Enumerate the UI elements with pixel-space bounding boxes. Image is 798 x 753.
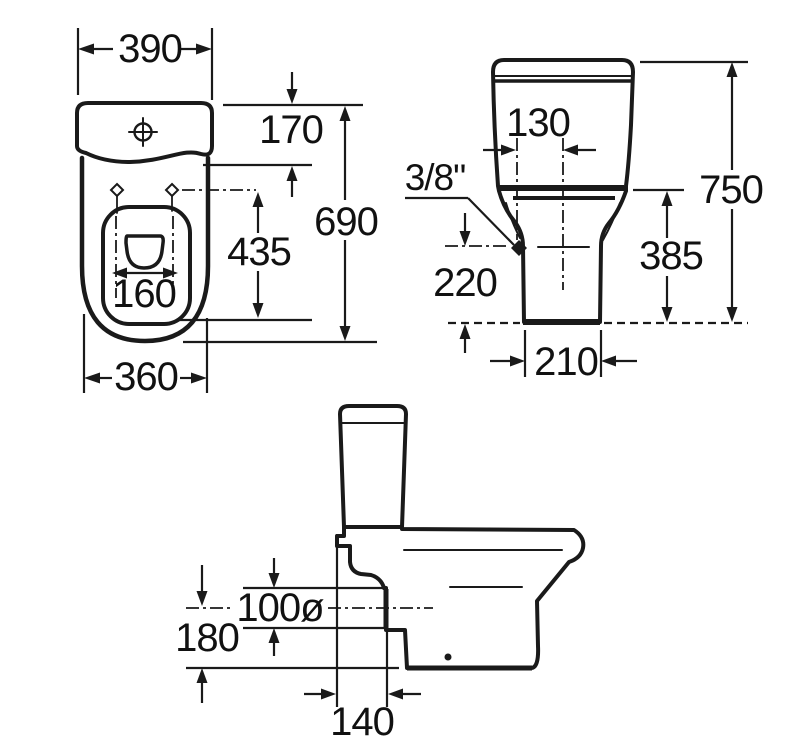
dim-180-label: 180 <box>175 616 239 660</box>
dim-outlet-projection: 140 <box>304 534 421 744</box>
arrowhead <box>78 43 94 55</box>
plan-water-area <box>124 234 165 270</box>
arrowhead <box>268 573 280 588</box>
dim-hinge-spacing: 160 <box>112 267 178 316</box>
arrowhead <box>501 144 516 156</box>
leader-line <box>467 197 515 246</box>
arrowhead <box>726 62 738 77</box>
arrowhead <box>286 89 298 104</box>
bowl-inner-curve-left <box>505 202 521 239</box>
dim-220-label: 220 <box>433 261 497 305</box>
bowl-inner-curve-right <box>602 202 621 241</box>
dim-160-label: 160 <box>112 272 176 316</box>
fixing-hole <box>444 653 452 661</box>
arrowhead <box>196 43 212 55</box>
dim-690-label: 690 <box>314 200 378 244</box>
arrowhead <box>321 688 336 700</box>
seat-hinges <box>109 182 256 298</box>
dim-390-label: 390 <box>118 27 182 71</box>
arrowhead <box>286 166 298 181</box>
arrowhead <box>726 307 738 322</box>
arrowhead <box>339 106 351 121</box>
arrowhead <box>510 355 525 367</box>
dim-170-label: 170 <box>259 108 323 152</box>
dim-outlet-diameter: 100ø <box>186 558 433 656</box>
dim-overall-depth: 690 <box>183 106 379 344</box>
dim-inlet-height: 220 <box>433 213 498 353</box>
arrowhead <box>191 372 207 384</box>
arrowhead <box>661 307 673 322</box>
dim-base-width: 210 <box>490 330 637 384</box>
arrowhead <box>388 688 403 700</box>
dim-cistern-depth: 170 <box>203 72 363 197</box>
arrowhead <box>252 303 264 318</box>
inlet-thread-callout: 3/8" <box>405 157 515 246</box>
dim-outlet-height: 180 <box>175 565 399 703</box>
dim-210-label: 210 <box>534 340 598 384</box>
side-view: 100ø 180 140 <box>175 404 586 744</box>
arrowhead <box>196 591 208 606</box>
side-body-outline <box>335 524 586 670</box>
flush-button-crosshair <box>128 117 158 147</box>
dim-385-label: 385 <box>639 234 703 278</box>
arrowhead <box>252 192 264 207</box>
dim-bowl-width: 360 <box>82 314 209 399</box>
dim-435-label: 435 <box>227 230 291 274</box>
dim-100-label: 100ø <box>236 586 324 630</box>
front-view: 130 3/8" 750 385 220 <box>405 58 764 384</box>
dim-cistern-width: 390 <box>76 27 214 100</box>
arrowhead <box>601 355 616 367</box>
arrowhead <box>112 267 127 279</box>
inlet-point <box>511 240 527 256</box>
arrowhead <box>563 144 578 156</box>
dim-360-label: 360 <box>114 355 178 399</box>
arrowhead <box>163 267 178 279</box>
inlet-thread-label: 3/8" <box>405 157 466 198</box>
plan-view: 390 170 690 435 <box>75 27 379 399</box>
dim-130-label: 130 <box>506 101 570 145</box>
dim-inlet-offset: 130 <box>483 101 596 156</box>
arrowhead <box>339 326 351 341</box>
dim-hinge-to-front: 435 <box>177 192 312 322</box>
side-cistern-outline <box>338 404 408 529</box>
dim-overall-height: 750 <box>640 60 764 322</box>
arrowhead <box>459 324 471 339</box>
arrowhead <box>459 231 471 246</box>
dim-bowl-height: 385 <box>633 188 704 322</box>
arrowhead <box>84 372 100 384</box>
dim-750-label: 750 <box>699 168 763 212</box>
arrowhead <box>196 668 208 683</box>
dim-140-label: 140 <box>330 700 394 744</box>
arrowhead <box>661 191 673 206</box>
arrowhead <box>268 628 280 643</box>
